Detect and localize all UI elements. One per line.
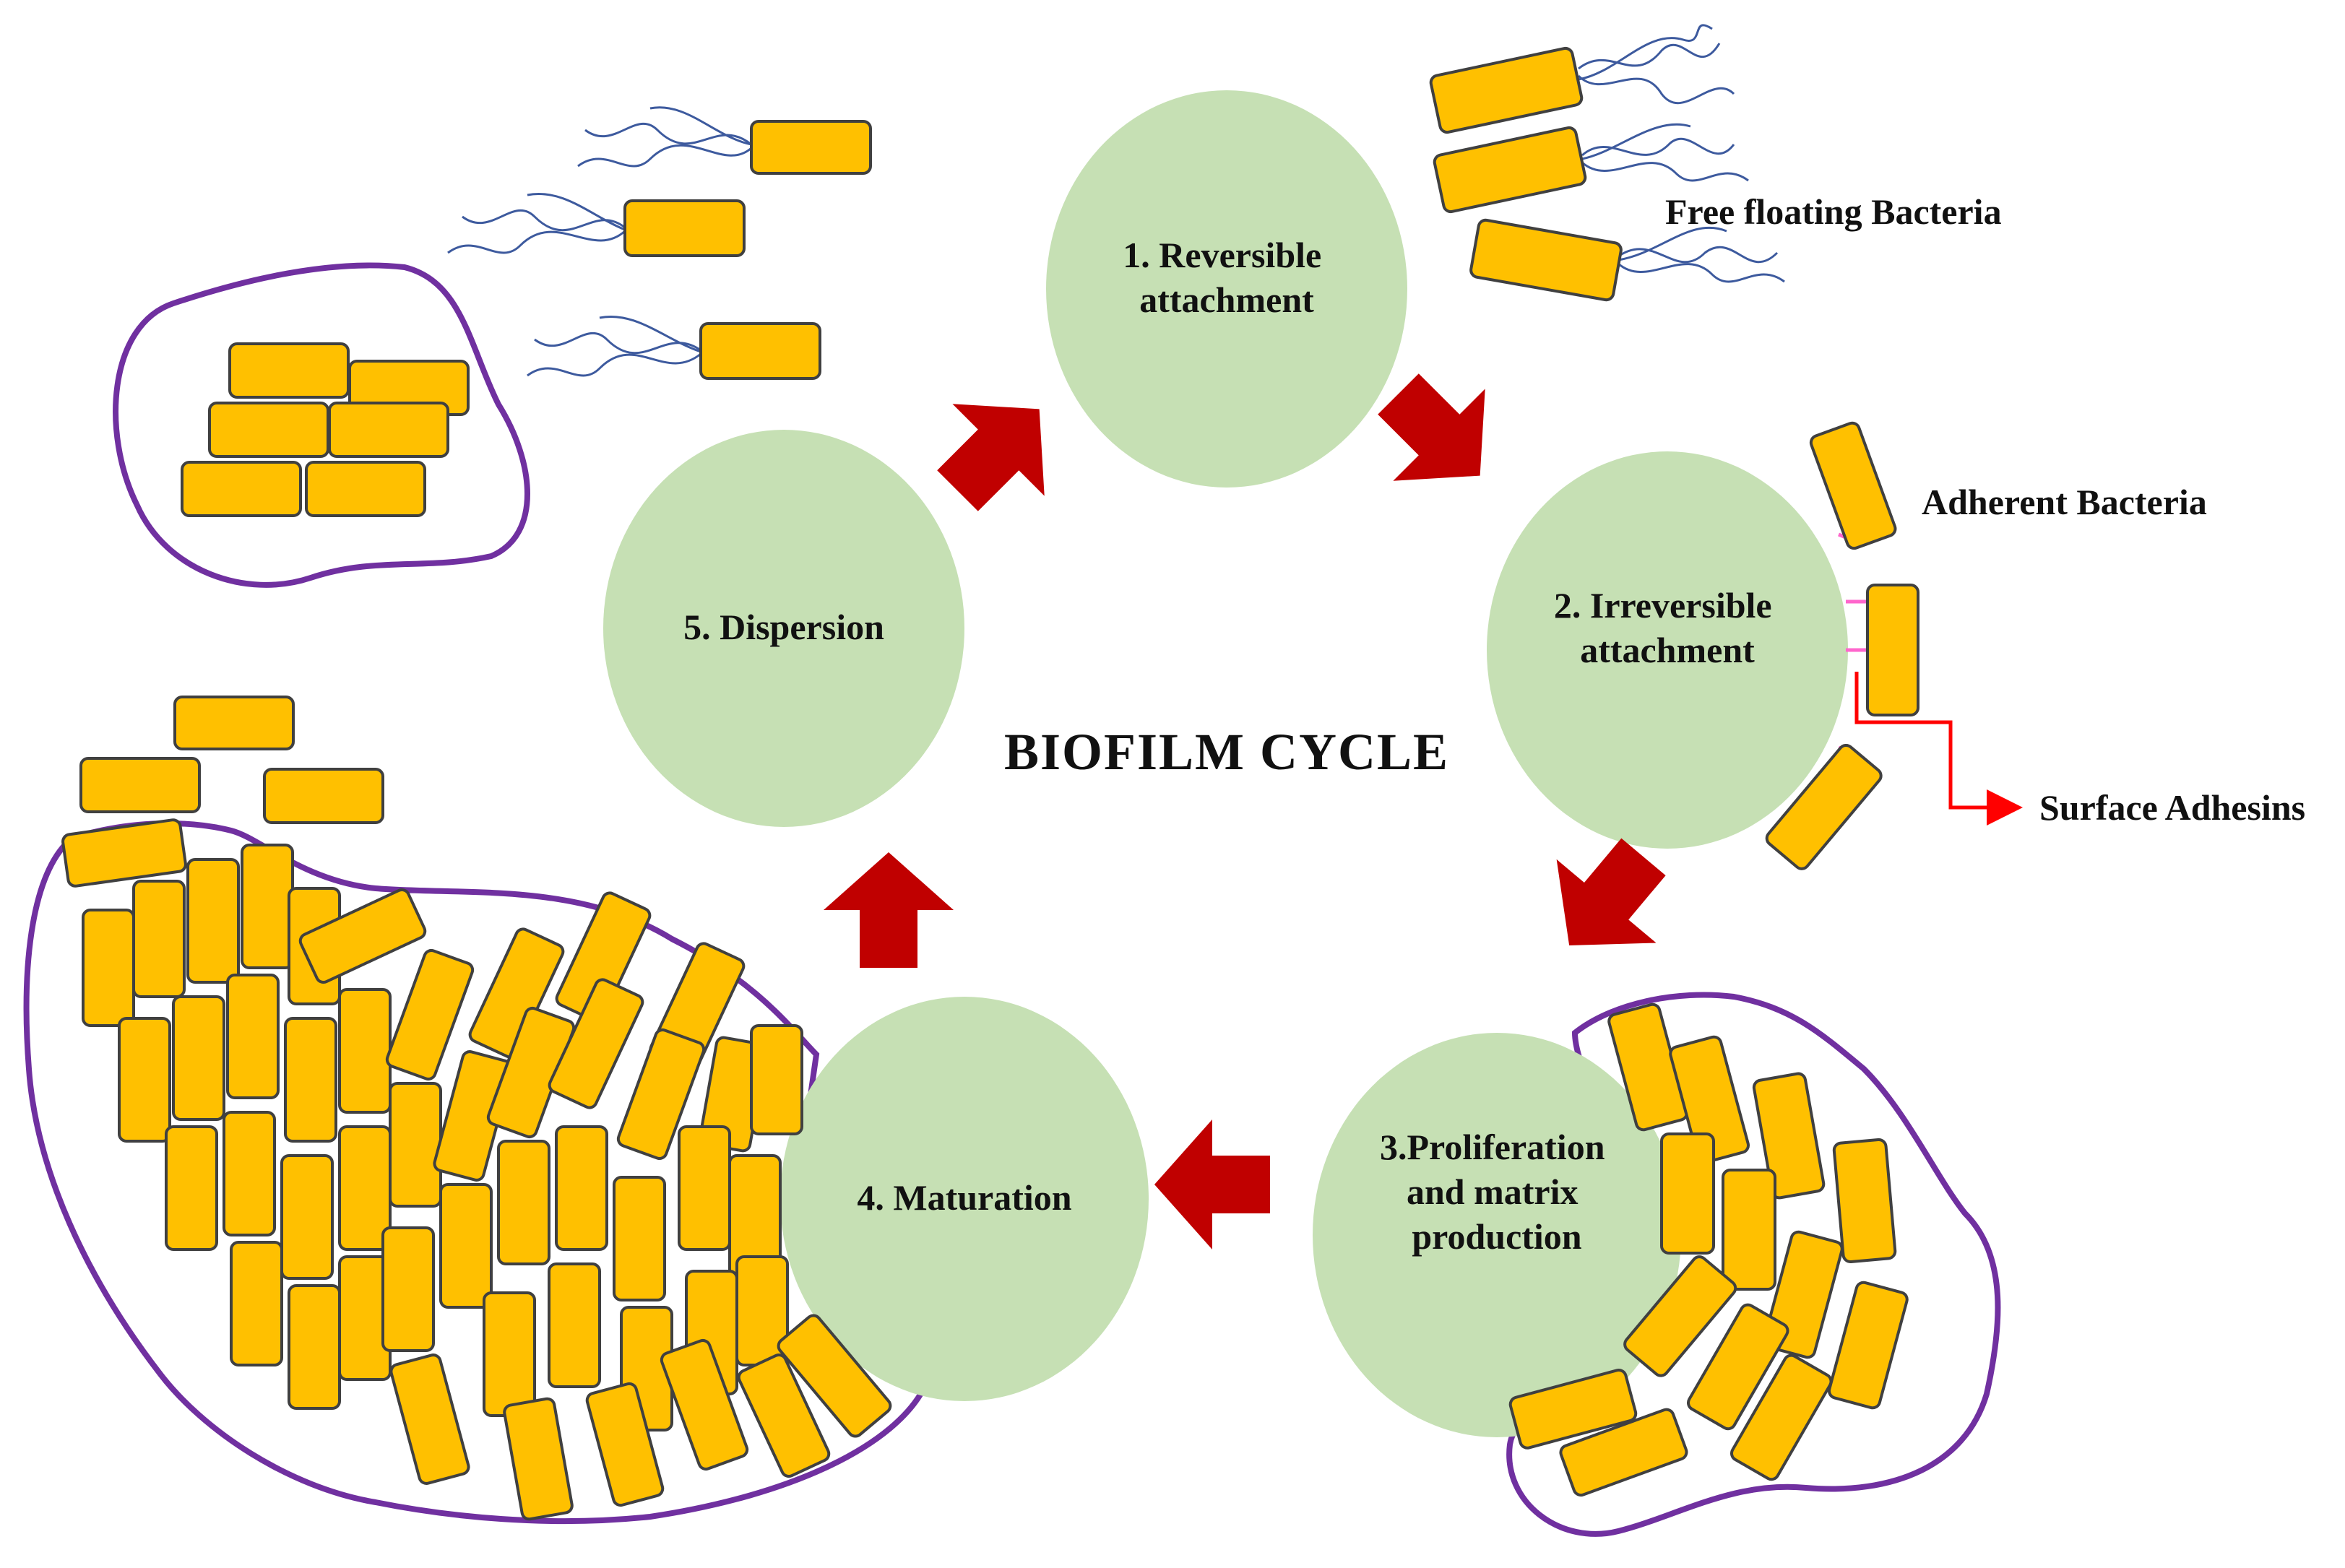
- dispersed-bacteria-flagella: [447, 106, 752, 377]
- dispersed-bacteria-cells: [623, 120, 872, 380]
- maturation-biofilm-cells: [61, 818, 892, 1521]
- stage-2-circle: [1487, 451, 1848, 849]
- stage-1-label: 1. Reversible attachment: [1123, 235, 1330, 320]
- dispersion-cluster-cells: [181, 342, 470, 517]
- free-floating-cells: [1429, 46, 1623, 302]
- stage-1-circle: [1046, 90, 1407, 488]
- cycle-arrow-5-to-1: [937, 404, 1045, 511]
- surface-adhesins-label: Surface Adhesins: [2039, 787, 2305, 828]
- adherent-bacteria-cells: [1765, 421, 1919, 870]
- surface-adhesins-pointer: [1854, 672, 2023, 826]
- cycle-arrow-3-to-4: [1154, 1119, 1270, 1249]
- maturation-matrix-outline: [23, 820, 929, 1525]
- stage-3-label: 3.Proliferation and matrix production: [1380, 1127, 1614, 1257]
- maturation-top-cells: [79, 696, 384, 824]
- cycle-arrow-4-to-5: [824, 852, 954, 968]
- dispersion-matrix-outline: [113, 262, 530, 588]
- adherent-label: Adherent Bacteria: [1922, 482, 2207, 522]
- stage-4-circle: [780, 997, 1149, 1401]
- stage-5-circle: [603, 430, 964, 827]
- cycle-arrow-1-to-2: [1378, 373, 1485, 481]
- stage-5-label: 5. Dispersion: [683, 607, 884, 647]
- stage-2-label: 2. Irreversible attachment: [1554, 585, 1781, 670]
- stage-4-label: 4. Maturation: [857, 1177, 1071, 1218]
- cycle-arrow-2-to-3: [1556, 838, 1666, 945]
- free-floating-bacteria: [1577, 24, 1785, 283]
- stage-3-circle: [1313, 1033, 1681, 1437]
- diagram-title: BIOFILM CYCLE: [1004, 723, 1449, 781]
- free-floating-label: Free floating Bacteria: [1665, 191, 2002, 232]
- proliferation-cells: [1508, 1002, 1909, 1497]
